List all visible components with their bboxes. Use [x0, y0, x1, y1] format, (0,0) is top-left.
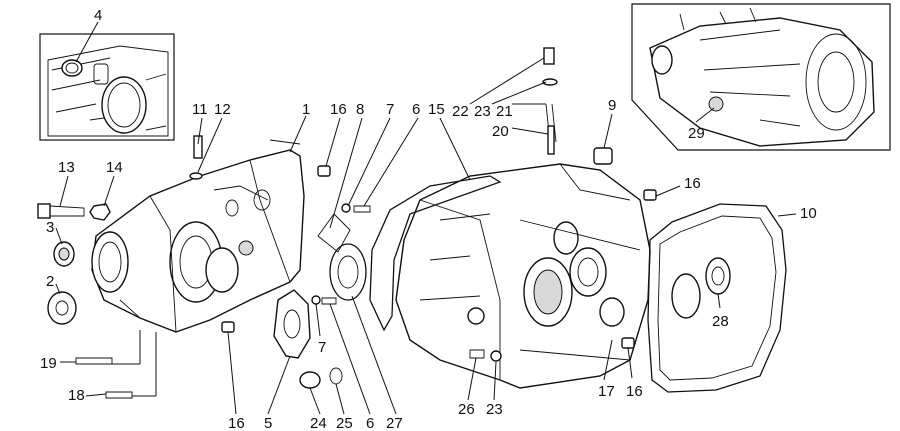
callout-2: 2 — [46, 273, 54, 290]
callout-16-bottom: 16 — [228, 415, 245, 431]
callout-28: 28 — [712, 313, 729, 330]
callout-23-bottom: 23 — [486, 401, 503, 418]
callout-15: 15 — [428, 101, 445, 118]
callout-9: 9 — [608, 97, 616, 114]
bush-9 — [593, 147, 613, 165]
nut-14 — [89, 203, 111, 221]
screw-6a — [353, 205, 371, 213]
callout-19: 19 — [40, 355, 57, 372]
main-housing — [395, 163, 651, 389]
callout-29: 29 — [688, 125, 705, 142]
gasket-8 — [317, 213, 351, 253]
dowel-16b — [643, 189, 657, 201]
callout-20: 20 — [492, 123, 509, 140]
callout-11: 11 — [192, 101, 208, 118]
callout-13: 13 — [58, 159, 75, 176]
callout-4: 4 — [94, 7, 102, 24]
callout-16-right: 16 — [684, 175, 701, 192]
callout-26: 26 — [458, 401, 475, 418]
callout-12: 12 — [214, 101, 231, 118]
callout-7-lower: 7 — [318, 339, 326, 356]
bearing-2 — [47, 291, 77, 325]
washer-23b — [490, 350, 502, 362]
callout-27: 27 — [386, 415, 403, 431]
callout-7-top: 7 — [386, 101, 394, 118]
inset-detail-left — [39, 33, 175, 141]
washer-25 — [329, 367, 343, 385]
gasket-10 — [647, 203, 787, 393]
callout-21: 21 — [496, 103, 513, 120]
bolt-18 — [105, 391, 133, 399]
callout-6-top: 6 — [412, 101, 420, 118]
bearing-28b — [705, 257, 731, 295]
callout-10: 10 — [800, 205, 817, 222]
washer-12 — [189, 172, 203, 180]
callout-3: 3 — [46, 219, 54, 236]
screw-6b — [321, 297, 337, 305]
callout-23-top: 23 — [474, 103, 491, 120]
gasket-27 — [329, 243, 367, 301]
plug-22 — [543, 47, 555, 65]
dowel-16c — [221, 321, 235, 333]
callout-14: 14 — [106, 159, 123, 176]
plug-24 — [299, 371, 321, 389]
gasket-15 — [369, 175, 502, 332]
leader-lines — [55, 21, 797, 415]
callout-6-lower: 6 — [366, 415, 374, 431]
callout-8: 8 — [356, 101, 364, 118]
callout-22: 22 — [452, 103, 469, 120]
screw-26 — [469, 349, 485, 359]
callout-1: 1 — [302, 101, 310, 118]
plunger-20 — [547, 125, 555, 155]
callout-5: 5 — [264, 415, 272, 431]
callout-17: 17 — [598, 383, 615, 400]
bolt-13 — [37, 203, 51, 219]
dowel-16d — [621, 337, 635, 349]
bolt-19 — [75, 357, 113, 365]
sender-11 — [193, 135, 203, 159]
callout-24: 24 — [310, 415, 327, 431]
inset-assembly-right — [631, 3, 891, 151]
callout-18: 18 — [68, 387, 85, 404]
cover-plate-5 — [273, 289, 311, 359]
rear-housing — [91, 139, 305, 333]
washer-23a — [542, 78, 558, 86]
callout-25: 25 — [336, 415, 353, 431]
dowel-16a — [317, 165, 331, 177]
callout-labels: 4 11 12 1 16 8 7 6 15 22 23 21 20 9 29 1… — [40, 7, 817, 431]
callout-16-lower-right: 16 — [626, 383, 643, 400]
bearing-28a — [671, 273, 701, 319]
callout-16-top: 16 — [330, 101, 347, 118]
washer-7b — [311, 295, 321, 305]
